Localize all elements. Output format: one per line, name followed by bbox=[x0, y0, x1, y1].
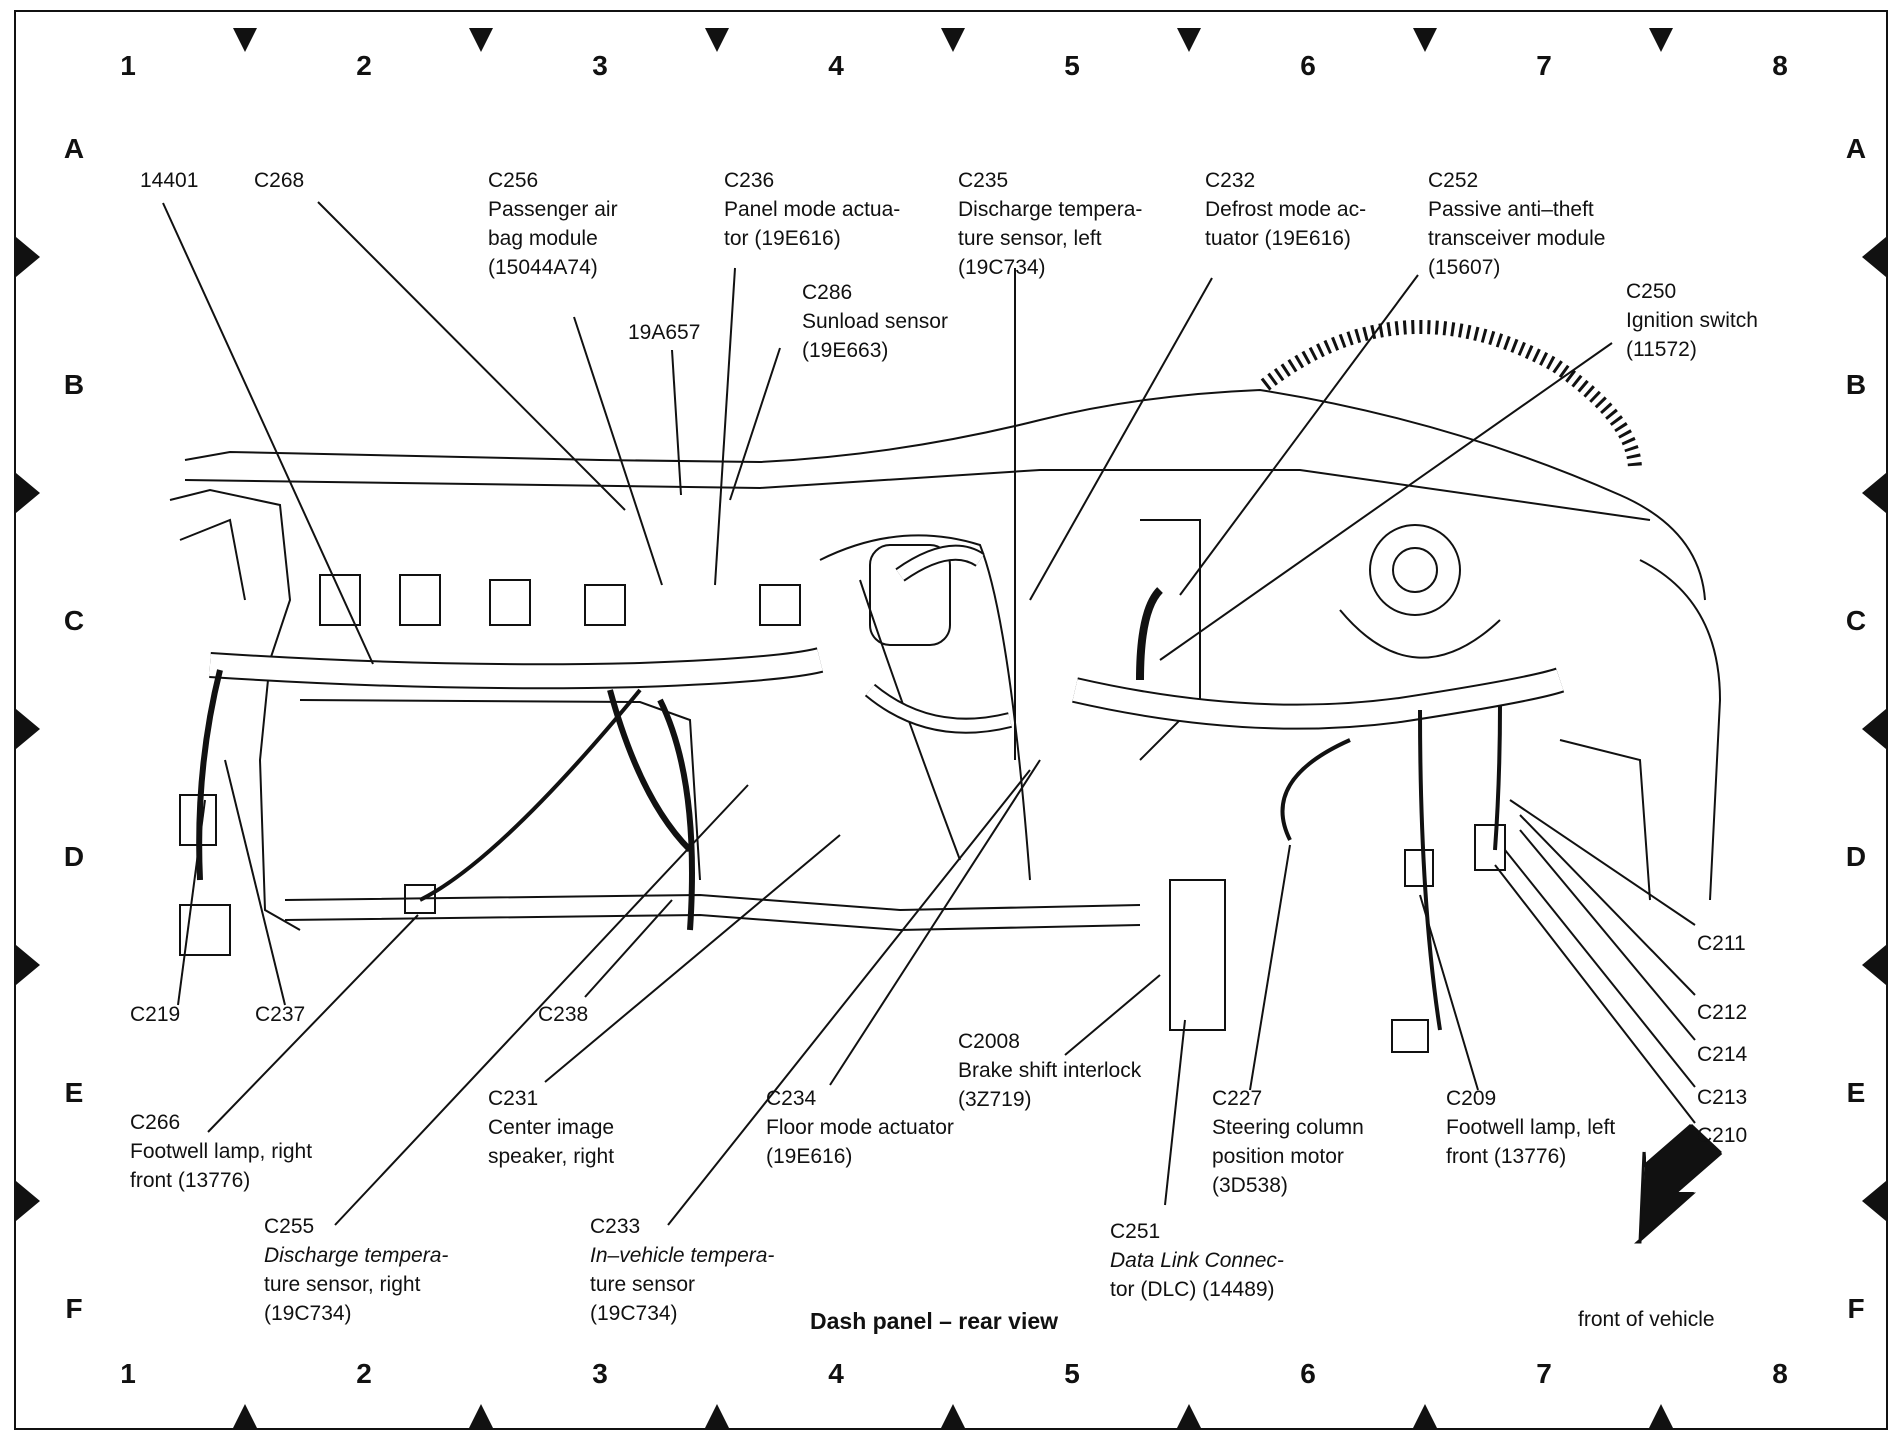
grid-col-8-top: 8 bbox=[1772, 50, 1788, 81]
grid-row-f-right: F bbox=[1847, 1293, 1865, 1324]
callout-c219: C219 bbox=[130, 1003, 181, 1026]
grid-row-b-right: B bbox=[1845, 369, 1867, 400]
callout-c238: C238 bbox=[538, 1003, 589, 1026]
grid-col-4-top: 4 bbox=[828, 50, 844, 81]
grid-row-a-right: A bbox=[1845, 133, 1867, 164]
grid-col-1-bottom: 1 bbox=[120, 1358, 136, 1389]
diagram-title: Dash panel – rear view bbox=[810, 1308, 1059, 1334]
callout-c211: C211 bbox=[1697, 932, 1746, 955]
grid-col-6-bottom: 6 bbox=[1300, 1358, 1316, 1389]
front-arrow-icon bbox=[1634, 1123, 1723, 1244]
border-ticks bbox=[16, 28, 1886, 1428]
callout-c213: C213 bbox=[1697, 1086, 1748, 1109]
grid-col-8-bottom: 8 bbox=[1772, 1358, 1788, 1389]
grid-col-3-top: 3 bbox=[592, 50, 608, 81]
callout-19a657: 19A657 bbox=[628, 321, 701, 344]
grid-row-d-right: D bbox=[1845, 841, 1867, 872]
grid-row-d-left: D bbox=[63, 841, 85, 872]
dash-panel-drawing bbox=[169, 320, 1722, 1053]
grid-col-6-top: 6 bbox=[1300, 50, 1316, 81]
grid-col-4-bottom: 4 bbox=[828, 1358, 844, 1389]
grid-col-2-bottom: 2 bbox=[356, 1358, 372, 1389]
grid-row-c-right: C bbox=[1845, 605, 1867, 636]
callout-14401: 14401 bbox=[140, 169, 199, 192]
callout-c268: C268 bbox=[254, 169, 305, 192]
leader-lines bbox=[162, 201, 1696, 1226]
grid-col-7-bottom: 7 bbox=[1536, 1358, 1552, 1389]
grid-row-c-left: C bbox=[63, 605, 85, 636]
callout-c214: C214 bbox=[1697, 1043, 1748, 1066]
grid-row-f-left: F bbox=[65, 1293, 83, 1324]
grid-row-e-right: E bbox=[1846, 1077, 1866, 1108]
grid-col-3-bottom: 3 bbox=[592, 1358, 608, 1389]
grid-row-a-left: A bbox=[63, 133, 85, 164]
diagram-frame bbox=[14, 10, 1888, 1430]
front-of-vehicle-label: front of vehicle bbox=[1578, 1308, 1715, 1331]
grid-row-b-left: B bbox=[63, 369, 85, 400]
callout-c237: C237 bbox=[255, 1003, 306, 1026]
wiring-harness bbox=[196, 544, 1565, 1031]
grid-col-5-top: 5 bbox=[1064, 50, 1080, 81]
callout-c212: C212 bbox=[1697, 1001, 1748, 1024]
callout-c210: C210 bbox=[1697, 1124, 1748, 1147]
grid-row-e-left: E bbox=[64, 1077, 84, 1108]
grid-col-7-top: 7 bbox=[1536, 50, 1552, 81]
grid-col-5-bottom: 5 bbox=[1064, 1358, 1080, 1389]
grid-col-1-top: 1 bbox=[120, 50, 136, 81]
grid-col-2-top: 2 bbox=[356, 50, 372, 81]
